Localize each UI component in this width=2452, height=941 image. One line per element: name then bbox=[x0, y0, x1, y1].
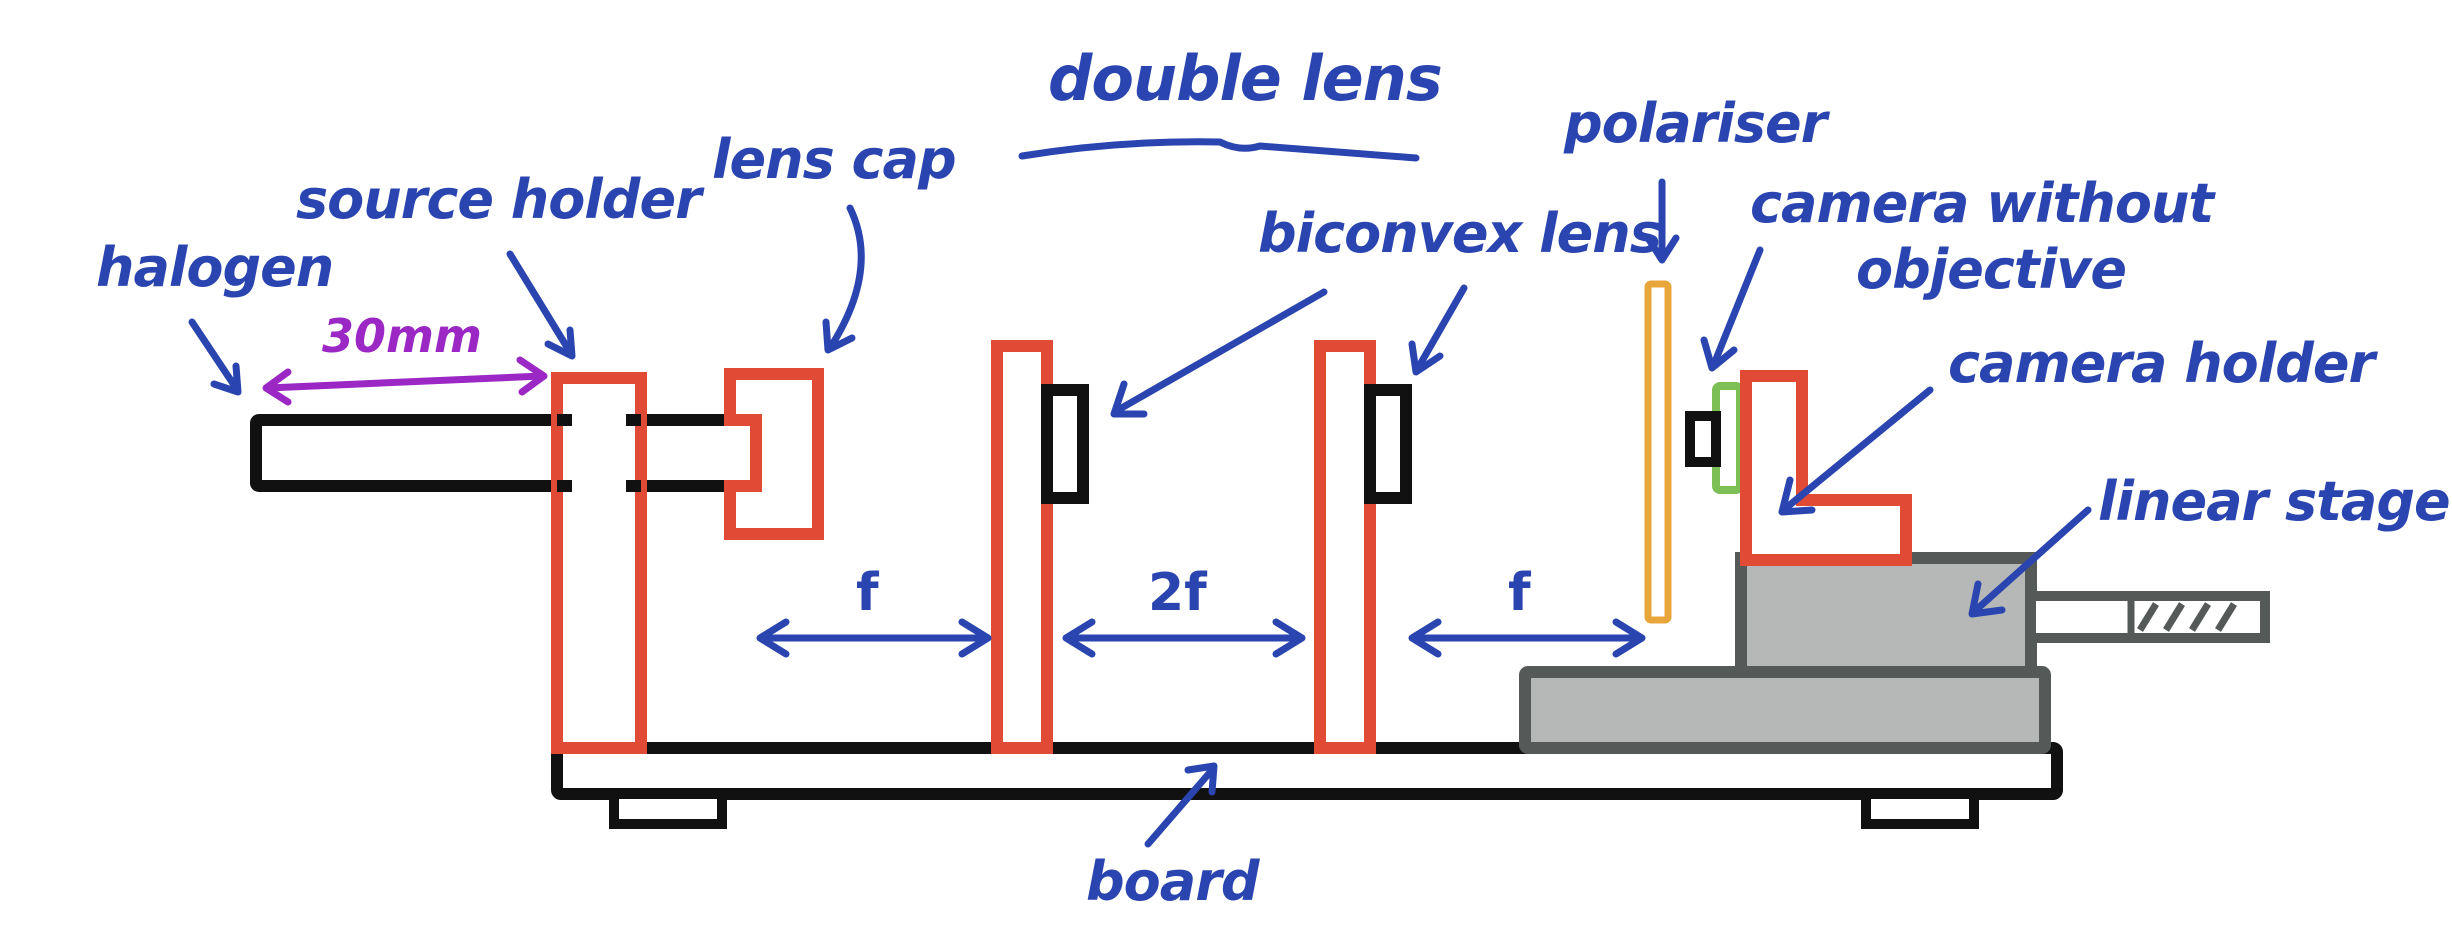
polariser bbox=[1644, 280, 1672, 624]
camera-holder-arrow bbox=[1778, 386, 1934, 516]
camera-sensor-mount bbox=[1685, 411, 1721, 467]
dimension-label-f-2: f bbox=[1508, 563, 1532, 623]
label-source-holder: source holder bbox=[296, 168, 705, 231]
biconvex-lens-arrow-1 bbox=[1110, 288, 1328, 418]
label-camera-without-objective-2: objective bbox=[1856, 238, 2126, 301]
label-linear-stage: linear stage bbox=[2098, 470, 2450, 533]
label-polariser: polariser bbox=[1563, 92, 1831, 155]
lens-cap-arrow bbox=[822, 204, 865, 354]
biconvex-lens-arrow-2 bbox=[1408, 284, 1468, 376]
label-camera-holder: camera holder bbox=[1948, 332, 2379, 395]
lens-holder-1 bbox=[991, 340, 1053, 754]
halogen-arrow bbox=[188, 318, 242, 396]
biconvex-lens-1 bbox=[1041, 384, 1089, 504]
dimension-label-30mm: 30mm bbox=[322, 309, 482, 363]
label-lens-cap: lens cap bbox=[712, 128, 956, 191]
double-lens-underline bbox=[1018, 138, 1420, 162]
linear-stage-screw-thread bbox=[2127, 600, 2237, 634]
lens-cap bbox=[724, 368, 824, 540]
polariser-arrow bbox=[1644, 178, 1680, 264]
board-foot-right bbox=[1861, 789, 1979, 829]
dimension-halogen-to-holder bbox=[262, 356, 548, 406]
dimension-lens2-to-polariser bbox=[1408, 618, 1646, 658]
dimension-cap-to-lens1 bbox=[756, 618, 992, 658]
label-board: board bbox=[1086, 850, 1261, 913]
dimension-label-f-1: f bbox=[856, 563, 880, 623]
dimension-lens1-to-lens2 bbox=[1062, 618, 1306, 658]
linear-stage-arrow bbox=[1968, 506, 2092, 618]
board bbox=[551, 742, 2063, 800]
halogen-rod bbox=[250, 414, 762, 492]
label-camera-without-objective-1: camera without bbox=[1750, 172, 2216, 235]
biconvex-lens-2 bbox=[1364, 384, 1412, 504]
label-halogen: halogen bbox=[96, 236, 333, 299]
label-biconvex-lens: biconvex lens bbox=[1258, 202, 1661, 265]
source-holder-arrow bbox=[506, 250, 576, 360]
label-double-lens: double lens bbox=[1048, 42, 1442, 115]
camera-holder bbox=[1740, 370, 1912, 566]
lens-holder-2 bbox=[1314, 340, 1376, 754]
board-foot-left bbox=[609, 789, 727, 829]
dimension-label-2f: 2f bbox=[1148, 563, 1208, 623]
board-arrow bbox=[1144, 762, 1218, 848]
source-holder bbox=[551, 372, 647, 754]
camera-arrow bbox=[1700, 246, 1764, 372]
linear-stage-base bbox=[1519, 666, 2051, 754]
